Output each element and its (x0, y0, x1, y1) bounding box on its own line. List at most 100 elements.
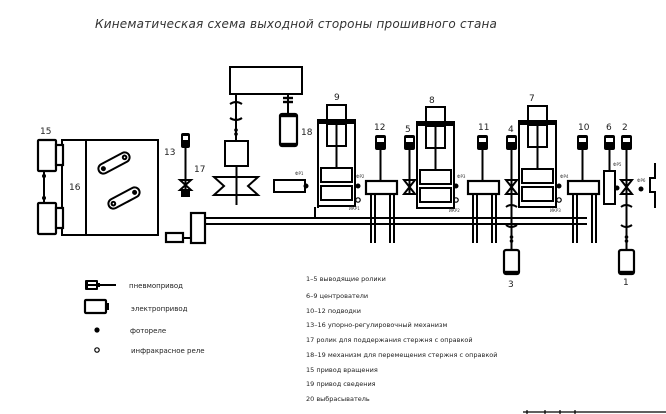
centering-jaw-lower (320, 185, 353, 201)
key-item: 20 выбрасыватель (306, 395, 370, 403)
legend-pneumatic-drive: пневмопривод (85, 280, 183, 290)
pneumatic-drive (577, 135, 588, 150)
ejector-box (273, 179, 306, 193)
feed-roller (466, 135, 501, 243)
electric-drive-icon (83, 298, 108, 315)
centering-drive (527, 105, 548, 122)
sensor-label-fr1: ФР1 (295, 171, 304, 176)
key-item: 17 ролик для поддержания стержня с оправ… (306, 336, 473, 344)
main-shaft (164, 207, 587, 245)
roller-symbol (503, 179, 520, 195)
sensor-label-fr4: ФР4 (560, 174, 569, 179)
rod-move-mechanism: 18 (211, 66, 313, 205)
centering-jaw-upper (320, 167, 353, 183)
sensor-label-fr5: ФР5 (613, 162, 622, 167)
photo-relay-icon (94, 327, 100, 333)
label-3: 3 (508, 280, 514, 290)
photo-relay (453, 183, 459, 189)
electric-drive (502, 248, 521, 276)
diagram-title: Кинематическая схема выходной стороны пр… (95, 17, 497, 31)
key-item: 1–5 выводящие ролики (306, 275, 386, 283)
lever-lower (107, 186, 141, 210)
centering-unit (518, 105, 557, 208)
mechanism-housing (61, 139, 159, 236)
key-item: 18–19 механизм для перемещения стержня с… (306, 351, 497, 359)
roller-carriage (364, 179, 399, 196)
pneumatic-drive (404, 135, 415, 150)
label-7: 7 (529, 94, 535, 104)
centering-unit (317, 104, 356, 207)
pneumatic-drive (477, 135, 488, 150)
legend-label: инфракрасное реле (131, 347, 205, 355)
link-joint (42, 174, 46, 178)
ejector-20 (649, 163, 656, 208)
link-joint (42, 196, 46, 200)
coupling (620, 204, 633, 228)
centering-unit-6 (603, 170, 616, 205)
centering-jaw-lower (419, 187, 452, 203)
legend: пневмопривод электропривод фотореле инфр… (83, 280, 205, 355)
infrared-relay-icon (94, 347, 100, 353)
coupling (505, 204, 518, 228)
output-roller (401, 135, 418, 195)
infrared-relay (355, 197, 361, 203)
legend-electric-drive: электропривод (83, 298, 188, 315)
move-gearbox (229, 66, 303, 95)
feed-roller (566, 135, 601, 243)
shaft-gearbox (189, 211, 207, 245)
centering-drive (326, 104, 347, 121)
label-6: 6 (606, 123, 612, 133)
shaft-motor (164, 231, 185, 244)
centering-jaw-upper (521, 168, 554, 184)
legend-label: фотореле (130, 327, 166, 335)
label-13: 13 (164, 148, 175, 158)
roller-carriage (566, 179, 601, 196)
photo-relay (303, 183, 309, 189)
output-rollers (401, 135, 636, 276)
sensor-label-fr2: ФР2 (356, 174, 365, 179)
photo-relay (614, 185, 620, 191)
centering-drive (425, 106, 446, 123)
label-1: 1 (623, 278, 629, 288)
feed-roller (364, 135, 399, 243)
output-roller (502, 135, 521, 276)
output-roller (617, 135, 636, 276)
support-roller-17: 17 (177, 133, 205, 197)
label-16: 16 (69, 183, 81, 193)
key-item: 19 привод сведения (306, 380, 376, 388)
pneumatic-drive (375, 135, 386, 150)
pneumatic-drive (621, 135, 632, 150)
label-5: 5 (405, 125, 411, 135)
roller-symbol (618, 179, 635, 195)
rotation-drive-top (36, 138, 58, 173)
coupling-left (229, 101, 243, 121)
roller-carriage (466, 179, 501, 196)
label-11: 11 (478, 123, 489, 133)
photo-relay (355, 183, 361, 189)
label-9: 9 (334, 93, 340, 103)
roller-symbol (401, 179, 418, 195)
infrared-relay (453, 197, 459, 203)
sensor-label-fr6: ФР6 (637, 178, 646, 183)
centering-jaw-lower (521, 186, 554, 202)
label-17: 17 (194, 165, 205, 175)
component-key: 1–5 выводящие ролики 6–9 центрователи 10… (306, 275, 497, 403)
sensor-label-ikr1: ИКР1 (349, 206, 360, 211)
pneumatic-drive-17 (181, 133, 190, 148)
centering-units (317, 104, 557, 209)
electric-drive (617, 248, 636, 276)
feed-rollers (364, 135, 601, 243)
rotation-drive-top-coupling (54, 143, 65, 167)
label-12: 12 (374, 123, 385, 133)
electric-drive-18 (278, 112, 299, 148)
legend-label: электропривод (131, 305, 188, 313)
key-item: 13–16 упорно-регулировочный механизм (306, 321, 447, 329)
legend-infrared-relay: инфракрасное реле (94, 347, 205, 355)
photo-relay (556, 183, 562, 189)
sensor-label-ikr2: ИКР2 (449, 208, 460, 213)
centering-unit (416, 106, 455, 209)
pneumatic-drive-6 (604, 135, 615, 150)
roller-17-symbol (177, 179, 194, 191)
rotation-drive-bottom-coupling (54, 206, 65, 230)
